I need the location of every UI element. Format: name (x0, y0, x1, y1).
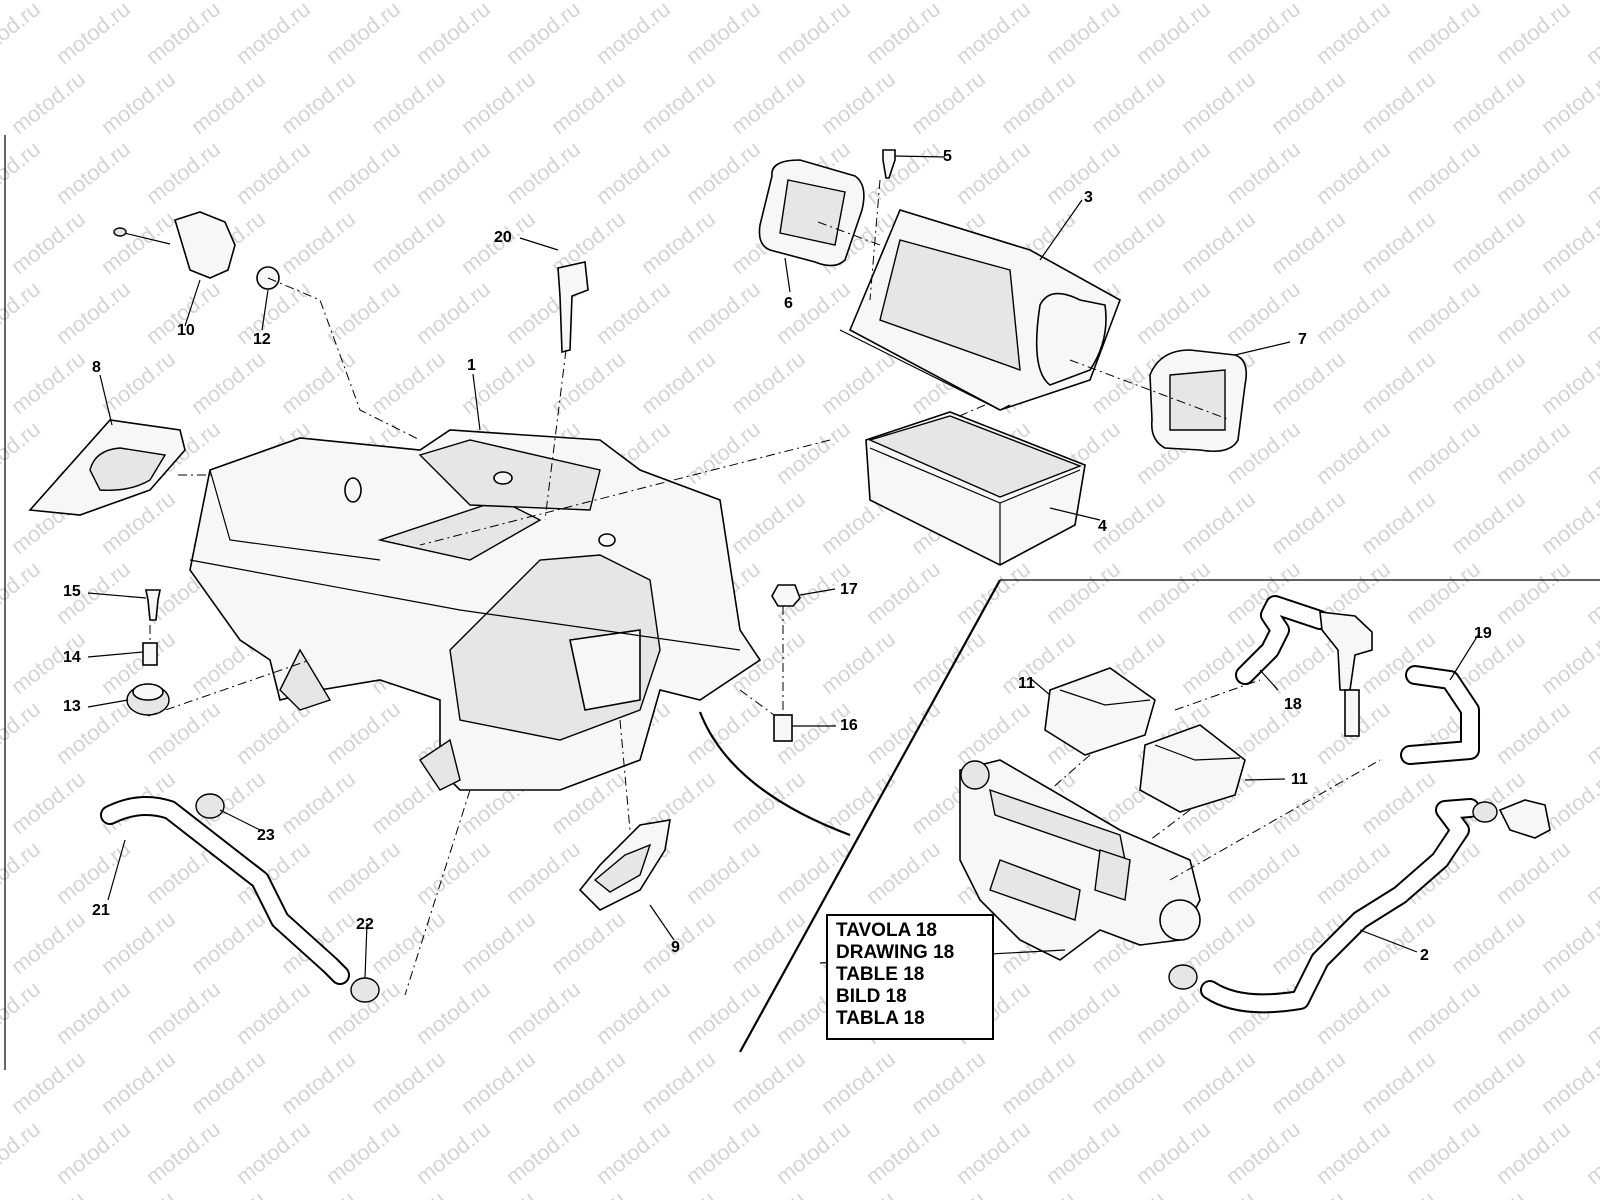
ref-line-drawing: DRAWING 18 (836, 942, 955, 963)
ref-line-table: TABLE 18 (836, 964, 925, 985)
clamp-inset-left (1168, 964, 1198, 990)
callout-21: 21 (92, 902, 110, 919)
spacer-14 (142, 642, 158, 666)
callout-13: 13 (63, 698, 81, 715)
clamp-22 (350, 977, 380, 1003)
filter-element (865, 411, 1086, 566)
airbox-body (189, 429, 762, 791)
callout-11-upper: 11 (1018, 675, 1035, 692)
callout-16: 16 (840, 717, 858, 734)
callout-6: 6 (784, 295, 793, 312)
boot-11-lower (1139, 724, 1246, 813)
callout-19: 19 (1474, 625, 1492, 642)
screw-5 (882, 149, 896, 179)
clamp-inset-right (1472, 801, 1498, 823)
ref-line-bild: BILD 18 (836, 986, 907, 1007)
nut-17 (771, 584, 801, 607)
callout-17: 17 (840, 581, 858, 598)
callout-15: 15 (63, 583, 81, 600)
ref-line-tavola: TAVOLA 18 (836, 920, 937, 941)
callout-14: 14 (63, 649, 81, 666)
stud-16 (773, 714, 793, 742)
sensor-fitting (1498, 799, 1551, 839)
clamp-23 (195, 793, 225, 819)
callout-9: 9 (671, 939, 680, 956)
hose-2 (1200, 798, 1480, 1014)
callout-1: 1 (467, 357, 476, 374)
callout-20: 20 (494, 229, 512, 246)
boot-11-upper (1044, 667, 1156, 756)
callout-4: 4 (1098, 518, 1107, 535)
callout-22: 22 (356, 916, 374, 933)
callout-12: 12 (253, 331, 271, 348)
filter-cover (839, 209, 1121, 411)
callout-7: 7 (1298, 331, 1307, 348)
drawing-reference-box: TAVOLA 18 DRAWING 18 TABLE 18 BILD 18 TA… (826, 914, 994, 1040)
fitting-stem (1344, 689, 1360, 737)
callout-3: 3 (1084, 189, 1093, 206)
callout-23: 23 (257, 827, 275, 844)
callout-2: 2 (1420, 947, 1429, 964)
callout-8: 8 (92, 359, 101, 376)
idle-valve-10 (174, 211, 236, 279)
screw-15 (145, 589, 161, 621)
sensor-20 (557, 261, 589, 354)
throttle-body (959, 759, 1201, 961)
callout-10: 10 (177, 322, 195, 339)
ref-line-tabla: TABLA 18 (836, 1008, 925, 1029)
t-fitting (1319, 611, 1373, 691)
callout-5: 5 (943, 148, 952, 165)
inset-arc (698, 711, 851, 837)
inset-divider-line (739, 579, 1001, 1053)
callout-18: 18 (1284, 696, 1302, 713)
callout-11-lower: 11 (1291, 771, 1308, 788)
